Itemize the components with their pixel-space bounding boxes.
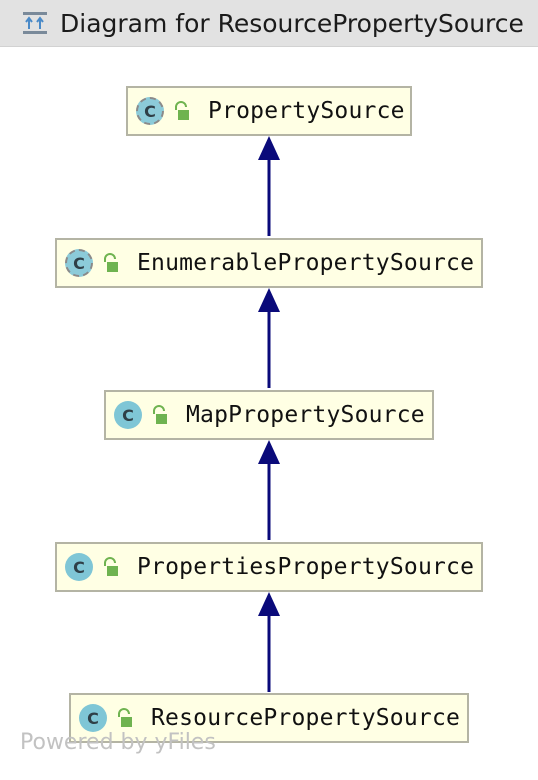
- edge-properties-to-map[interactable]: [258, 440, 280, 540]
- diagram-canvas[interactable]: C PropertySource C EnumerablePropertySou: [0, 48, 538, 780]
- yfiles-watermark: Powered by yFiles: [20, 730, 216, 755]
- class-node-propertiespropertysource[interactable]: C PropertiesPropertySource: [55, 542, 483, 592]
- abstract-class-icon: C: [65, 249, 93, 277]
- class-node-enumerablepropertysource[interactable]: C EnumerablePropertySource: [55, 238, 483, 288]
- class-name: MapPropertySource: [186, 402, 425, 428]
- edge-resource-to-properties[interactable]: [258, 592, 280, 692]
- edge-enumerable-to-propertysource[interactable]: [258, 136, 280, 236]
- abstract-class-icon: C: [136, 97, 164, 125]
- window-title: Diagram for ResourcePropertySource: [60, 8, 524, 38]
- public-lock-icon: [172, 101, 190, 121]
- class-hierarchy-diagram-icon: [22, 10, 48, 36]
- class-icon: C: [65, 553, 93, 581]
- title-bar: Diagram for ResourcePropertySource: [0, 0, 538, 47]
- public-lock-icon: [101, 557, 119, 577]
- inheritance-edges: [258, 136, 280, 692]
- public-lock-icon: [101, 253, 119, 273]
- class-name: ResourcePropertySource: [151, 705, 461, 731]
- public-lock-icon: [150, 405, 168, 425]
- class-node-propertysource[interactable]: C PropertySource: [126, 86, 412, 136]
- class-node-resourcepropertysource[interactable]: C ResourcePropertySource: [69, 693, 469, 743]
- class-icon: C: [79, 704, 107, 732]
- class-name: EnumerablePropertySource: [137, 250, 475, 276]
- class-icon: C: [114, 401, 142, 429]
- class-node-mappropertysource[interactable]: C MapPropertySource: [104, 390, 434, 440]
- class-name: PropertiesPropertySource: [137, 554, 475, 580]
- edge-map-to-enumerable[interactable]: [258, 288, 280, 388]
- class-name: PropertySource: [208, 98, 405, 124]
- public-lock-icon: [115, 708, 133, 728]
